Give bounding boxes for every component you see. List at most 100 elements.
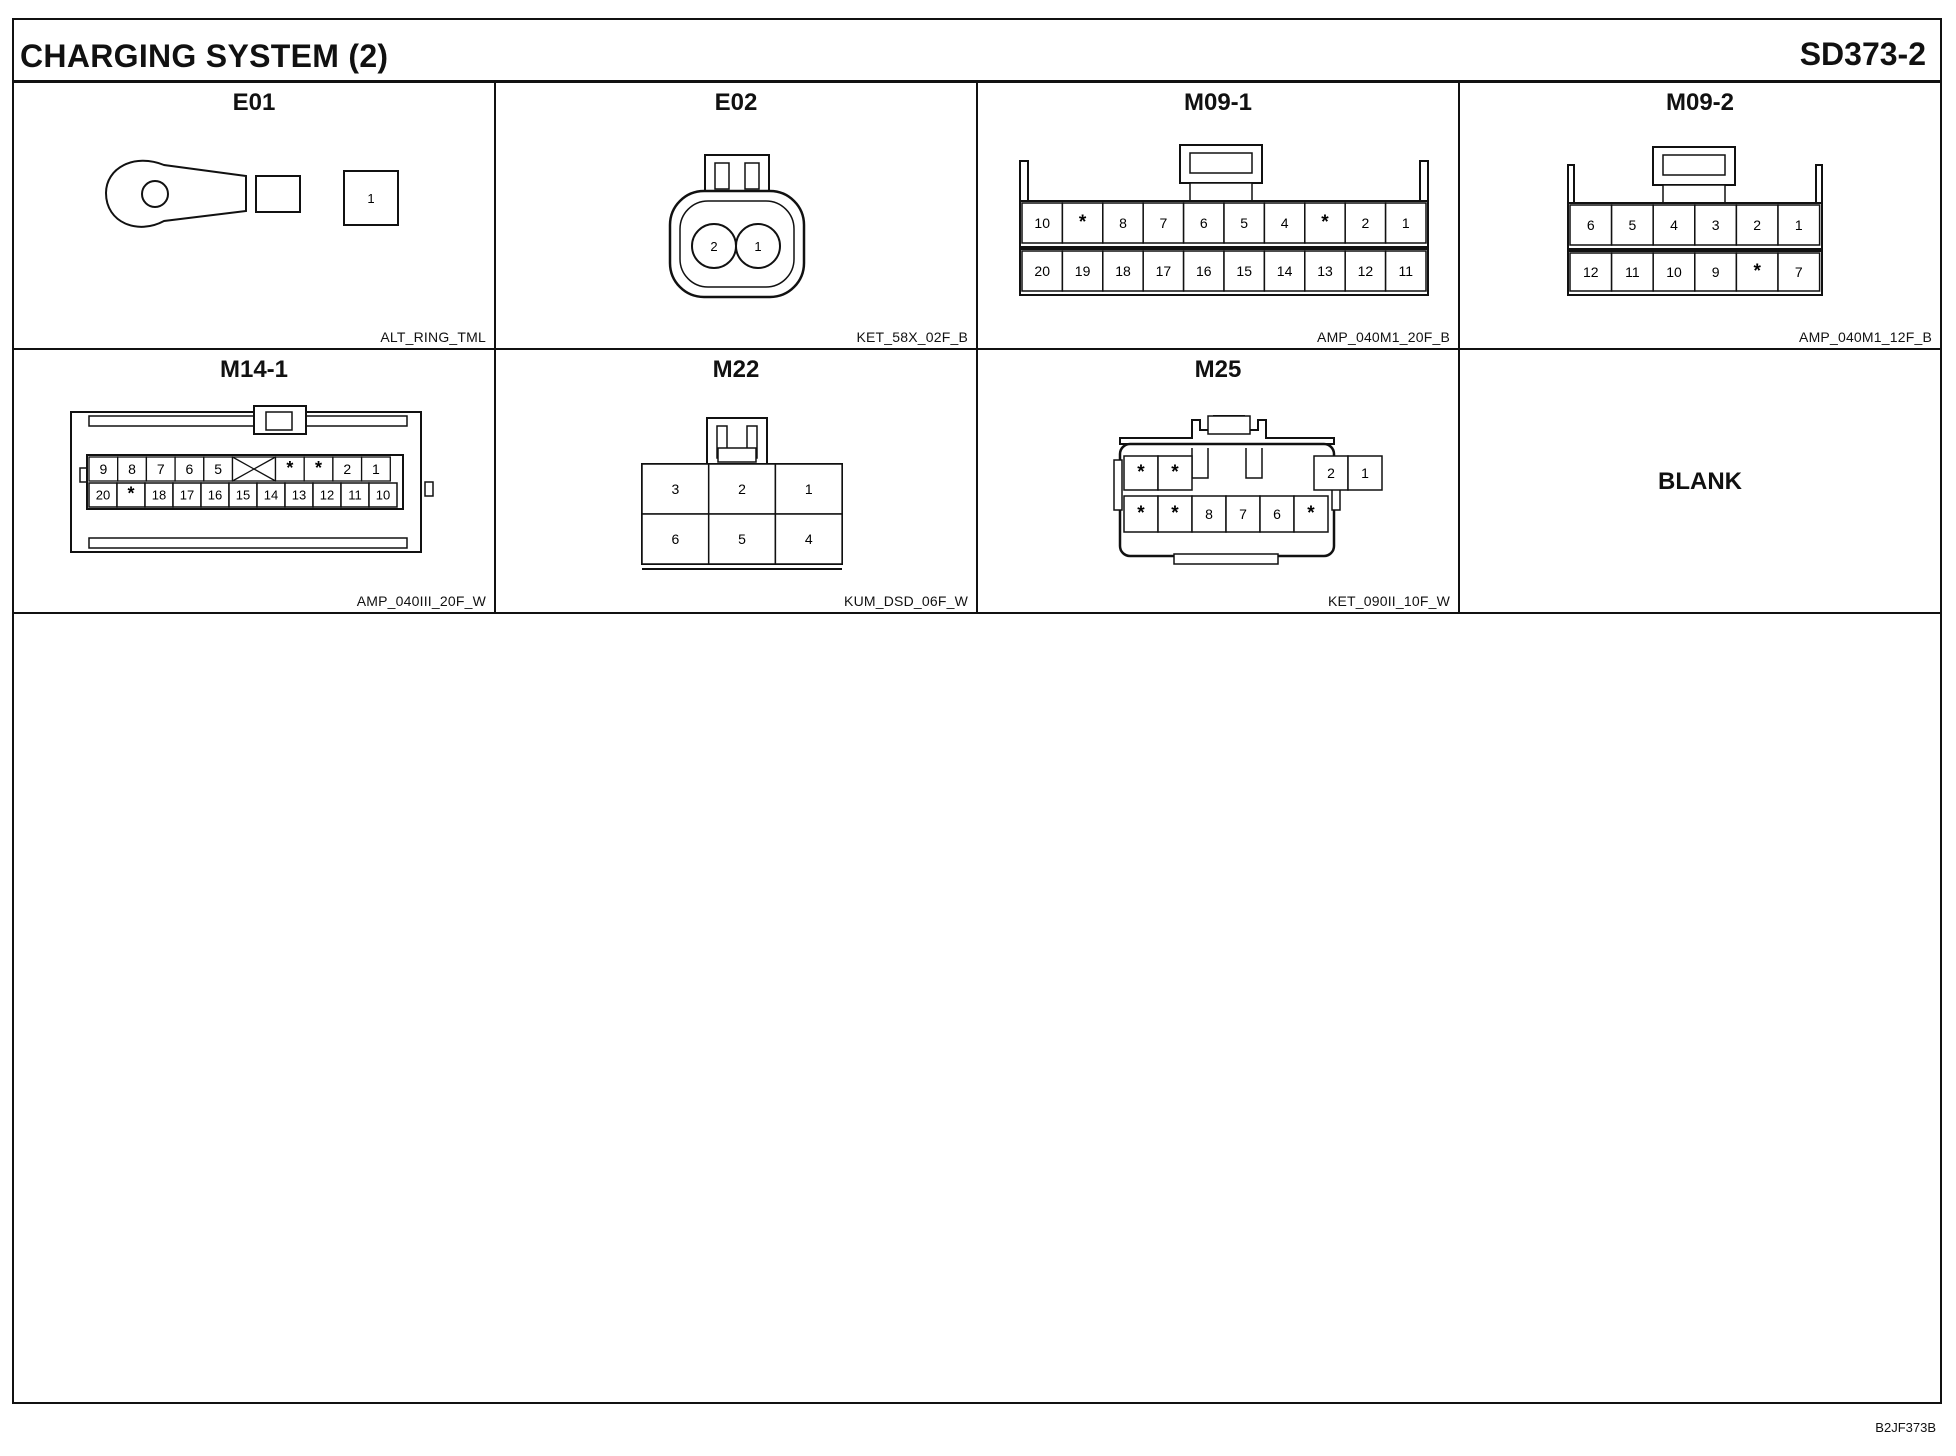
pin-cell: * <box>1304 202 1346 244</box>
pin-cell: 11 <box>340 482 370 508</box>
title-bar: CHARGING SYSTEM (2) SD373-2 <box>14 20 1940 83</box>
pin-cell: 8 <box>1191 495 1227 533</box>
pin-cell: 9 <box>88 456 119 482</box>
pin-label: 2 <box>1753 217 1761 233</box>
pin-label: 1 <box>1795 217 1803 233</box>
pin-label: 3 <box>671 481 679 497</box>
pin-cell: * <box>274 456 305 482</box>
pin-cell: 5 <box>1223 202 1266 244</box>
pin-cell: 2 <box>1344 202 1387 244</box>
pin-label: * <box>1171 503 1179 524</box>
pin-label: 7 <box>1239 506 1247 522</box>
pin-label: 3 <box>1712 217 1720 233</box>
pin-label: 10 <box>1666 264 1682 280</box>
pin-cell: 11 <box>1610 252 1654 292</box>
part-number: ALT_RING_TML <box>380 329 486 345</box>
pin-label: 8 <box>1205 506 1213 522</box>
pin-label: 5 <box>1240 215 1248 231</box>
pin-label: 17 <box>180 488 194 503</box>
pin-cell: 6 <box>641 513 710 565</box>
pin-label: 2 <box>710 239 717 254</box>
diagram-sheet: CHARGING SYSTEM (2) SD373-2 E01 1 ALT_RI… <box>12 18 1942 1404</box>
pin-cell: 1 <box>1347 455 1383 491</box>
pin-label: * <box>1137 503 1145 524</box>
pin-cell: 20 <box>1021 250 1064 292</box>
pin-label: 5 <box>1629 217 1637 233</box>
pin-cell: 7 <box>145 456 176 482</box>
pin-label: 4 <box>805 531 813 547</box>
pin-label: 2 <box>1362 215 1370 231</box>
pin-cell: 3 <box>1694 204 1738 246</box>
connector-cell-e01: E01 1 ALT_RING_TML <box>14 83 496 350</box>
pin-cell: 19 <box>1061 250 1104 292</box>
pin-label: 16 <box>1196 263 1212 279</box>
pin-cell: 4 <box>1263 202 1306 244</box>
pin-label: 7 <box>1160 215 1168 231</box>
pin-cell: 4 <box>1652 204 1696 246</box>
pin-cell: 7 <box>1777 252 1821 292</box>
pin-cell: 20 <box>88 482 118 508</box>
pin-cell: * <box>116 482 146 508</box>
pin-cell: 6 <box>1182 202 1225 244</box>
pin-label: 9 <box>99 461 107 477</box>
pin-cell: 17 <box>172 482 202 508</box>
pin-label: 18 <box>1115 263 1131 279</box>
pin-cell: 15 <box>1223 250 1266 292</box>
pin-cell: 12 <box>312 482 342 508</box>
connector-e02-drawing: 2 1 <box>668 154 806 299</box>
pin-cell: 1 <box>1777 204 1821 246</box>
pin-label: 15 <box>236 488 250 503</box>
pin-label: 10 <box>376 488 390 503</box>
connector-cell-e02: E02 2 1 KET_58X_02F_B <box>496 83 978 350</box>
pin-cell: 6 <box>1259 495 1295 533</box>
pin-cell: 12 <box>1569 252 1613 292</box>
pin-cell: 16 <box>200 482 230 508</box>
pin-label: 17 <box>1156 263 1172 279</box>
connector-title: M09-2 <box>1665 89 1735 116</box>
pin-label: 9 <box>1712 264 1720 280</box>
pin-cell: 2 <box>332 456 363 482</box>
pin-cell: 1 <box>774 463 843 515</box>
connector-title: E01 <box>232 89 276 116</box>
pin-label: 5 <box>738 531 746 547</box>
ring-terminal-drawing: 1 <box>104 159 399 228</box>
pin-cell: 5 <box>707 513 777 565</box>
pin-cell: * <box>1157 455 1193 491</box>
pin-cell: * <box>303 456 334 482</box>
pin-cell: 11 <box>1384 250 1427 292</box>
pin-cell: * <box>1157 495 1193 533</box>
pin-label: * <box>1753 261 1761 282</box>
pin-cell: 10 <box>368 482 398 508</box>
pin-label: 1 <box>1402 215 1410 231</box>
pin-label: 14 <box>1277 263 1293 279</box>
blank-cell: BLANK <box>1460 350 1940 614</box>
pin-cell: 13 <box>1304 250 1346 292</box>
pin-label: * <box>127 484 134 504</box>
pin-label: 13 <box>292 488 306 503</box>
pin-cell: 8 <box>117 456 148 482</box>
pin-label: 6 <box>1200 215 1208 231</box>
pin-cell: 6 <box>1569 204 1613 246</box>
pin-label: 20 <box>96 488 110 503</box>
connector-grid: E01 1 ALT_RING_TML E02 2 1 <box>14 83 1940 614</box>
pin-label: 4 <box>1670 217 1678 233</box>
pin-cell: 2 <box>1313 455 1349 491</box>
pin-label: * <box>1079 212 1087 233</box>
pin-cell: 5 <box>203 456 234 482</box>
blank-label: BLANK <box>1658 468 1742 495</box>
pin-cell: 3 <box>641 463 710 515</box>
pin-label: 15 <box>1236 263 1252 279</box>
pin-cell: 6 <box>174 456 205 482</box>
pin-cell: 2 <box>1735 204 1779 246</box>
connector-title: M14-1 <box>219 356 289 383</box>
pin-cell: 7 <box>1142 202 1185 244</box>
pin-label: 7 <box>1795 264 1803 280</box>
pin-label: * <box>286 458 293 478</box>
connector-title: M22 <box>712 356 760 383</box>
